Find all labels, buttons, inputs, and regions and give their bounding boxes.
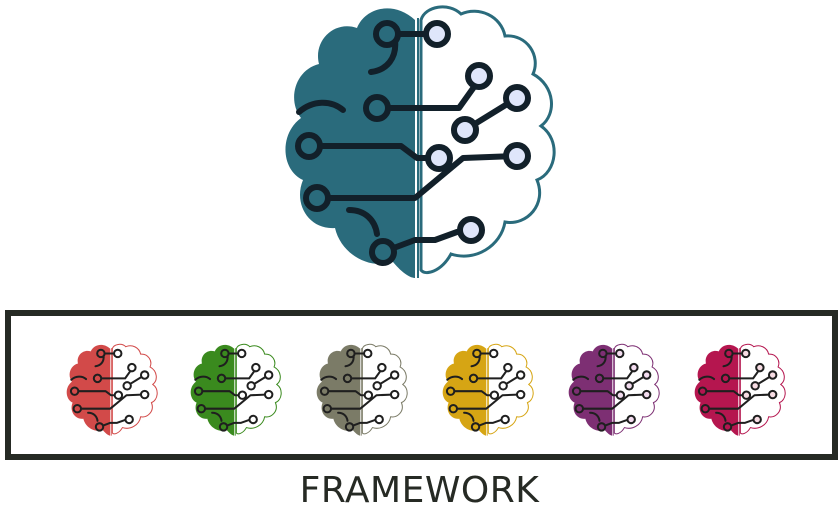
framework-panel — [5, 310, 838, 460]
brain-circuit-icon — [66, 343, 158, 436]
framework-caption: FRAMEWORK — [299, 470, 540, 511]
brain-circuit-icon — [442, 343, 534, 436]
brain-circuit-icon — [190, 343, 282, 436]
brain-circuit-icon — [316, 343, 408, 436]
brain-circuit-icon — [285, 5, 556, 279]
brain-circuit-icon — [694, 343, 786, 436]
brain-circuit-icon — [568, 343, 660, 436]
